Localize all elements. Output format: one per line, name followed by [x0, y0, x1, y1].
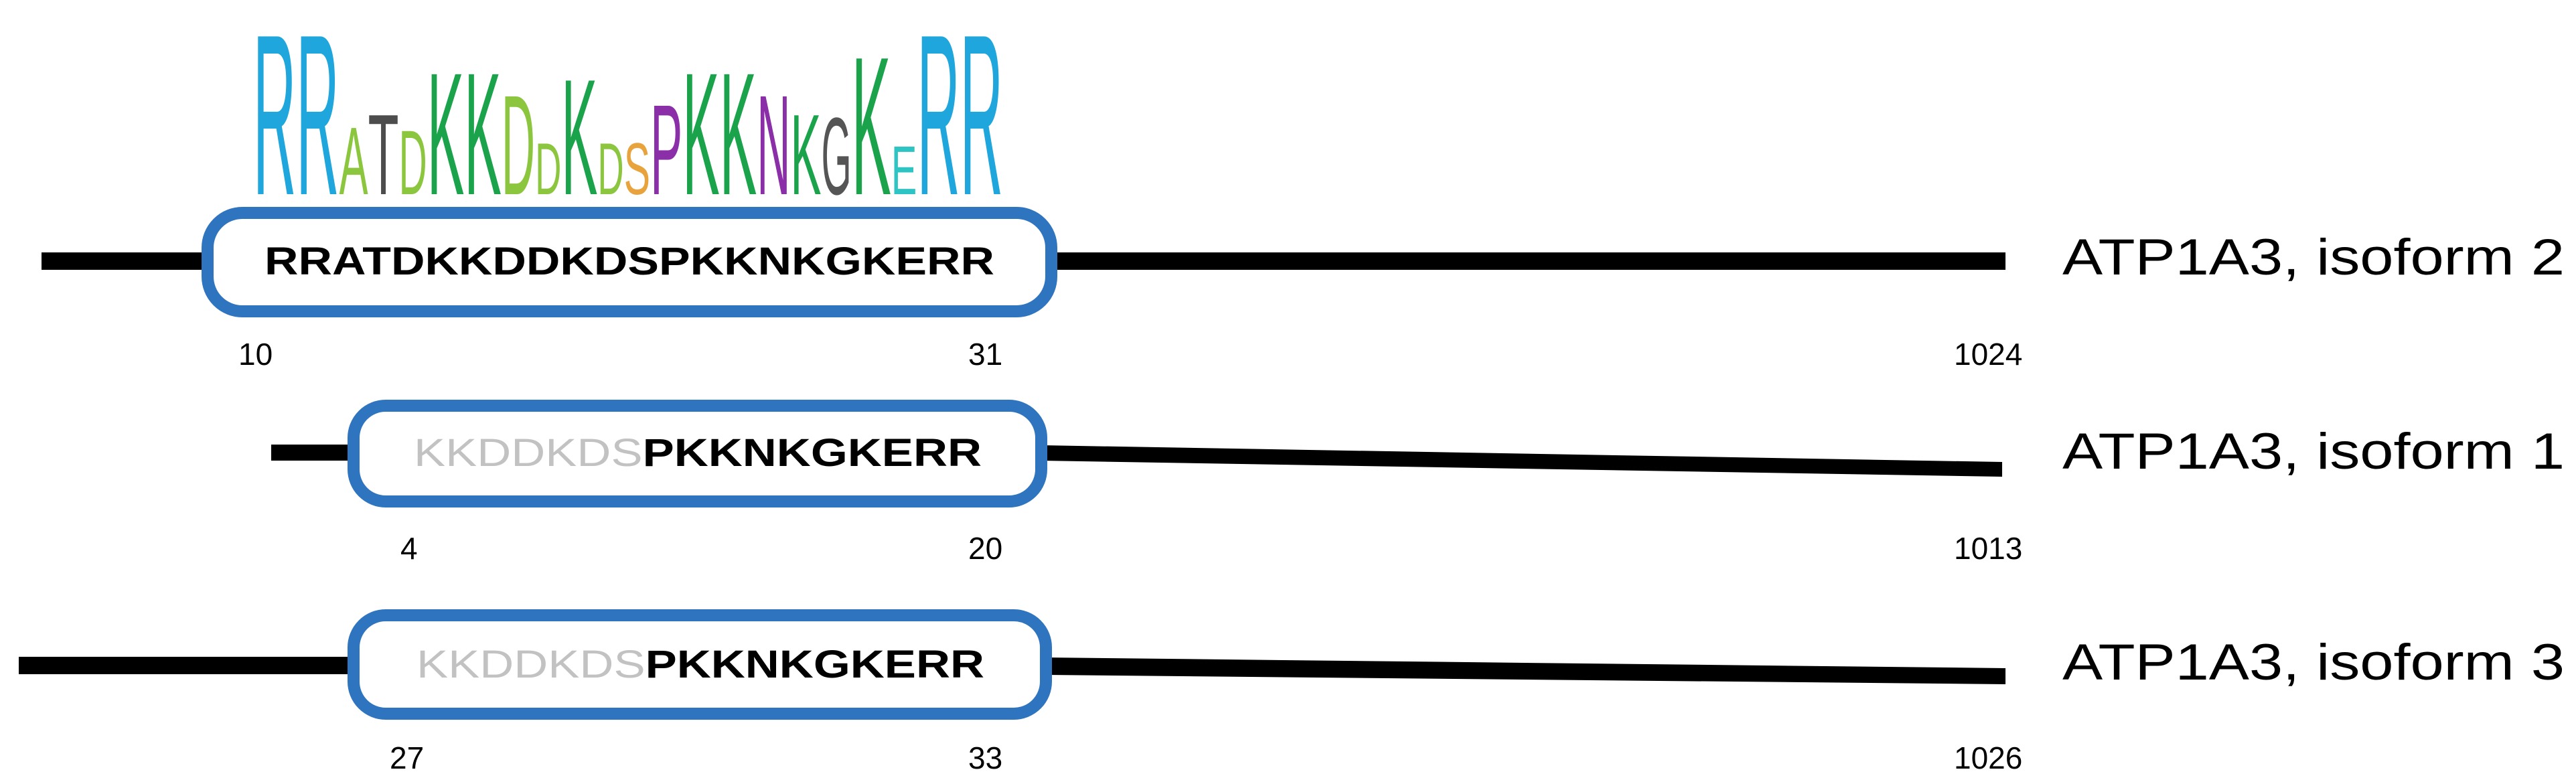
logo-letter: G	[822, 94, 852, 218]
logo-letter: T	[368, 90, 399, 219]
isoform-2-label: ATP1A3, isoform 2	[2062, 229, 2565, 286]
isoform-1-motif-box	[348, 400, 1047, 507]
isoform-1-length: 1013	[1954, 531, 2022, 566]
isoform-2-length: 1024	[1954, 337, 2022, 372]
logo-letter: S	[624, 129, 650, 210]
isoform-3-backbone-right	[1046, 657, 2005, 684]
logo-letter: D	[502, 66, 535, 225]
isoform-1-label: ATP1A3, isoform 1	[2062, 423, 2565, 480]
logo-letter: K	[852, 16, 891, 236]
isoform-3-faded-sequence: KKDDKDS	[416, 643, 646, 686]
logo-letter: D	[535, 129, 561, 210]
logo-letter: N	[757, 66, 790, 225]
isoform-1-faded-sequence: KKDDKDS	[414, 431, 643, 475]
isoform-3-label: ATP1A3, isoform 3	[2062, 634, 2565, 691]
isoform-2-motif-sequence: RRATDKKDDKDSPKKNKGKERR	[264, 240, 994, 283]
isoform-2-start-position: 10	[238, 337, 273, 372]
logo-letter: D	[597, 129, 623, 210]
logo-letter: K	[427, 37, 464, 231]
logo-letter: P	[650, 79, 682, 222]
logo-letter: K	[561, 45, 597, 229]
isoform-2-motif-box	[202, 207, 1057, 317]
logo-letter: R	[917, 0, 960, 243]
isoform-1-backbone-right	[1041, 445, 2002, 477]
logo-letter: R	[296, 0, 339, 243]
logo-letter: K	[791, 90, 822, 219]
logo-letter: K	[464, 37, 501, 231]
isoform-2-end-position: 31	[968, 337, 1002, 372]
isoform-3-bold-sequence: PKKNKGKERR	[646, 643, 984, 686]
logo-letter: K	[720, 37, 757, 231]
isoform-1-bold-sequence: PKKNKGKERR	[643, 431, 982, 475]
isoform-2-track: RRATDKKDDKDSPKKNKGKERR 10 31 1024 ATP1A3…	[42, 207, 2565, 372]
logo-letter: R	[960, 0, 1003, 243]
isoform-2-bold-sequence: RRATDKKDDKDSPKKNKGKERR	[264, 240, 994, 283]
isoform-1-start-position: 4	[400, 531, 418, 566]
logo-letter: A	[339, 108, 368, 215]
logo-letter: E	[891, 133, 917, 209]
isoform-3-length: 1026	[1954, 740, 2022, 775]
isoform-3-end-position: 33	[968, 740, 1002, 775]
logo-letter: K	[682, 37, 719, 231]
isoform-3-start-position: 27	[390, 740, 424, 775]
logo-letter: D	[399, 112, 427, 214]
logo-letter: R	[253, 0, 296, 243]
isoform-3-motif-box	[348, 609, 1052, 720]
isoform-1-end-position: 20	[968, 531, 1002, 566]
